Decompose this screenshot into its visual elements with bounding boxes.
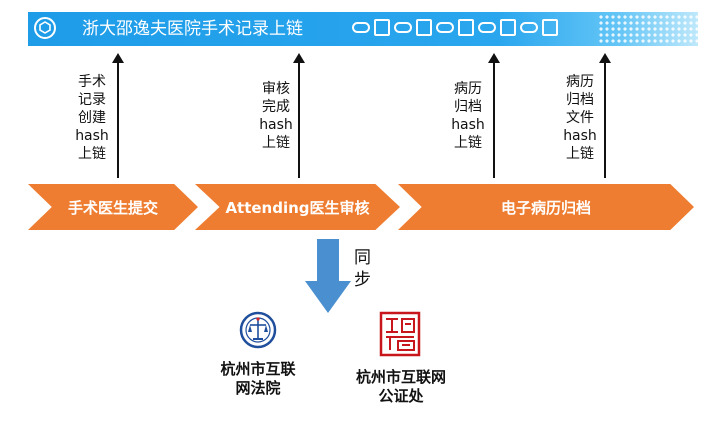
upload-arrow-3 [488, 53, 500, 178]
court-name: 杭州市互联 网法院 [220, 360, 296, 397]
sync-label: 同 步 [354, 248, 371, 290]
upload-arrow-1 [112, 53, 124, 178]
shield-logo-icon [34, 17, 56, 39]
notary-seal-icon [379, 311, 421, 357]
pixel-dots-decoration [598, 14, 698, 44]
blockchain-chain-icon [352, 19, 558, 36]
notary-name: 杭州市互联网 公证处 [355, 368, 446, 405]
upload-arrow-4 [599, 53, 611, 178]
upload-label-3: 病历 归档 hash 上链 [451, 81, 485, 151]
step-attending-review: Attending医生审核 [195, 184, 400, 230]
sync-arrow-icon [305, 239, 351, 313]
upload-label-4: 病历 归档 文件 hash 上链 [563, 74, 597, 162]
step-emr-archive: 电子病历归档 [398, 184, 694, 230]
blockchain-banner [28, 12, 698, 46]
step-surgeon-submit: 手术医生提交 [28, 184, 198, 230]
upload-label-1: 手术 记录 创建 hash 上链 [75, 74, 109, 162]
banner-title: 浙大邵逸夫医院手术记录上链 [82, 19, 303, 39]
upload-label-2: 审核 完成 hash 上链 [259, 81, 293, 151]
court-emblem-icon [239, 311, 277, 349]
upload-arrow-2 [293, 53, 305, 178]
